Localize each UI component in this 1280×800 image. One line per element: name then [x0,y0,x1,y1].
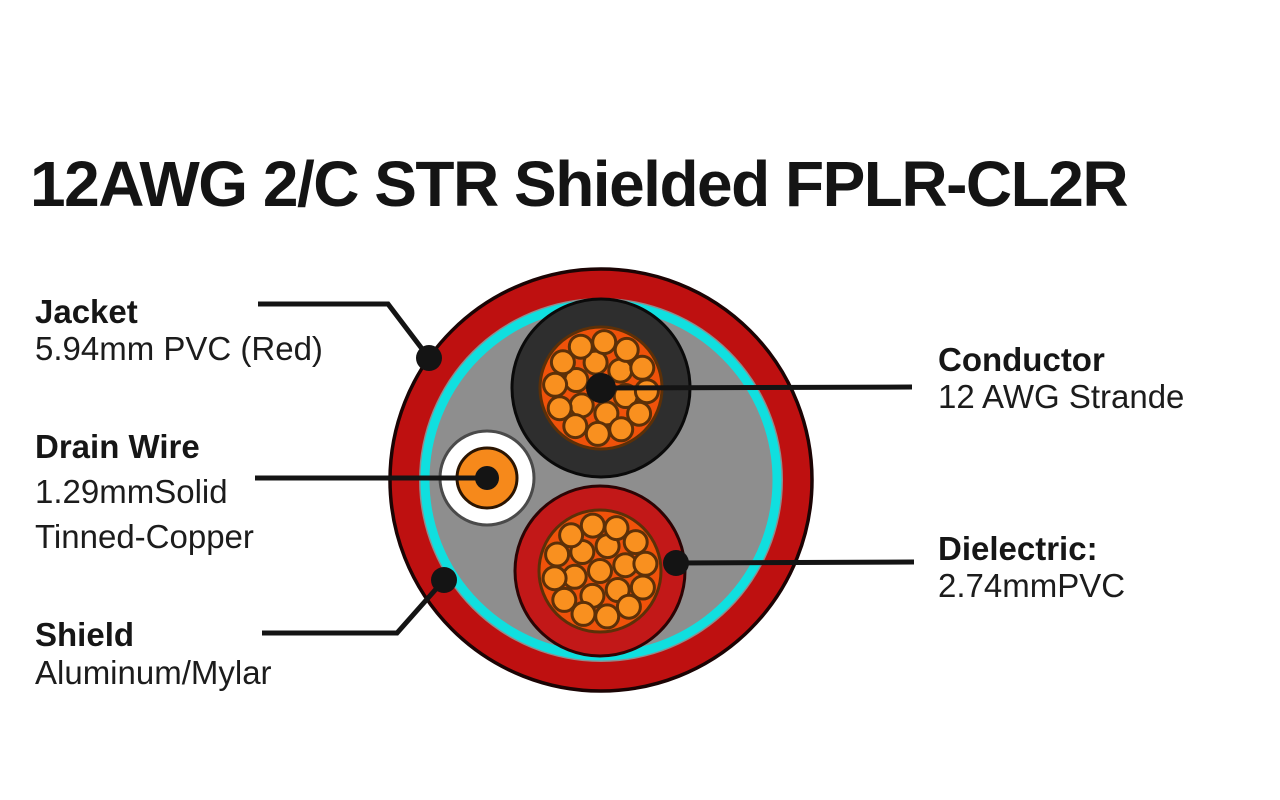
cable [388,267,814,693]
conductor-strand [549,349,576,376]
jacket-label-value: 5.94mm PVC (Red) [35,330,323,367]
conductor-strand [562,413,589,440]
conductor-strand [633,378,660,405]
conductor-strand [622,529,649,556]
conductor-strand [584,420,611,447]
dielectric-leader-line [675,559,915,566]
jacket-leader-dot [416,345,442,371]
page-title: 12AWG 2/C STR Shielded FPLR-CL2R [30,148,1129,220]
conductor-leader-line [600,384,913,391]
conductor-strand [544,541,571,568]
conductor-strand [629,354,656,381]
shield-leader-dot [431,567,457,593]
conductor-bottom [513,484,687,658]
shield-label: Shield Aluminum/Mylar [35,616,272,692]
jacket-label: Jacket 5.94mm PVC (Red) [35,293,323,367]
drain-wire-leader-dot [475,466,499,490]
conductor-strand [542,371,569,398]
dielectric-label-name: Dielectric: [938,530,1098,567]
conductor-bottom-strands [541,512,659,630]
drain-wire-label-value-1: 1.29mmSolid [35,473,228,510]
shield-label-name: Shield [35,616,135,653]
jacket-label-name: Jacket [35,293,138,330]
leader-dots [416,345,689,593]
conductor-strand [546,395,573,422]
conductor-strand [594,603,621,630]
dielectric-label: Dielectric: 2.74mmPVC [938,530,1125,604]
conductor-label-value: 12 AWG Strande [938,378,1185,415]
conductor-strand [567,333,594,360]
dielectric-label-value: 2.74mmPVC [938,567,1126,604]
shield-leader-line [262,578,446,636]
drain-wire-label-value-2: Tinned-Copper [35,518,254,555]
conductor-strand [591,329,618,356]
leader-lines [255,301,915,636]
jacket-leader-line [258,301,431,360]
drain-wire-label: Drain Wire 1.29mmSolid Tinned-Copper [35,424,254,559]
dielectric-leader-dot [663,550,689,576]
conductor-strand [558,522,585,549]
conductor-strand [587,558,613,584]
conductor-strand [632,550,659,577]
conductor-strand [603,515,630,542]
conductor-strand [615,593,642,620]
conductor-strand [541,565,568,592]
conductor-strand [579,512,606,539]
conductor-strand [608,416,635,443]
shield-label-value: Aluminum/Mylar [35,654,272,691]
conductor-leader-dot [586,373,616,403]
conductor-strand [551,586,578,613]
conductor-strand [613,336,640,363]
conductor-label: Conductor 12 AWG Strande [938,341,1184,415]
drain-wire-label-name: Drain Wire [35,428,200,465]
conductor-label-name: Conductor [938,341,1105,378]
conductor-strand [626,400,653,427]
conductor-strand [570,600,597,627]
